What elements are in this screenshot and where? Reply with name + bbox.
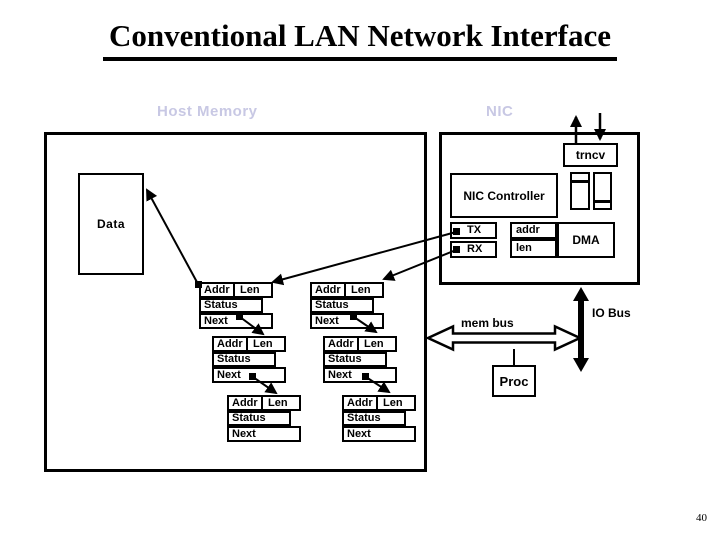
nic-label: NIC <box>486 103 514 120</box>
dma-box: DMA <box>557 222 615 258</box>
descriptor-next-cell: Next <box>199 313 273 329</box>
rx-fifo-box <box>593 172 612 210</box>
descriptor-next-cell: Next <box>227 426 301 442</box>
descriptor-addr-cell: Addr <box>229 397 263 409</box>
descriptor-len-cell: Len <box>240 284 260 296</box>
mem-bus-label: mem bus <box>461 316 514 330</box>
descriptor-addr-cell: Addr <box>325 338 359 350</box>
page-title: Conventional LAN Network Interface <box>0 18 720 61</box>
tx-fifo-box <box>570 172 590 210</box>
descriptor-status-cell: Status <box>323 352 387 367</box>
host-memory-label: Host Memory <box>157 103 258 120</box>
fifo-fill-line <box>595 200 610 203</box>
addr-register-box: addr <box>510 222 557 239</box>
tx-descriptor-2: Addr Len Status Next <box>212 336 286 383</box>
descriptor-addr-cell: Addr <box>312 284 346 296</box>
descriptor-addr-cell: Addr <box>201 284 235 296</box>
len-register-box: len <box>510 239 557 258</box>
descriptor-next-cell: Next <box>342 426 416 442</box>
descriptor-len-cell: Len <box>351 284 371 296</box>
descriptor-status-cell: Status <box>342 411 406 426</box>
rx-register-box: RX <box>450 241 497 258</box>
descriptor-status-cell: Status <box>310 298 374 313</box>
page-number: 40 <box>696 512 707 524</box>
descriptor-next-cell: Next <box>212 367 286 383</box>
io-bus-arrow <box>573 287 589 372</box>
descriptor-addr-cell: Addr <box>344 397 378 409</box>
descriptor-status-cell: Status <box>212 352 276 367</box>
descriptor-len-cell: Len <box>268 397 288 409</box>
descriptor-len-cell: Len <box>364 338 384 350</box>
transceiver-box: trncv <box>563 143 618 167</box>
tx-descriptor-1: Addr Len Status Next <box>199 282 273 329</box>
descriptor-next-cell: Next <box>310 313 384 329</box>
descriptor-len-cell: Len <box>383 397 403 409</box>
tx-descriptor-3: Addr Len Status Next <box>227 395 301 442</box>
data-buffer-box: Data <box>78 173 144 275</box>
nic-controller-box: NIC Controller <box>450 173 558 218</box>
fifo-fill-line <box>572 180 588 183</box>
rx-descriptor-1: Addr Len Status Next <box>310 282 384 329</box>
io-bus-label: IO Bus <box>592 306 631 320</box>
rx-descriptor-2: Addr Len Status Next <box>323 336 397 383</box>
descriptor-status-cell: Status <box>199 298 263 313</box>
tx-register-box: TX <box>450 222 497 239</box>
descriptor-len-cell: Len <box>253 338 273 350</box>
descriptor-addr-cell: Addr <box>214 338 248 350</box>
proc-box: Proc <box>492 365 536 397</box>
rx-descriptor-3: Addr Len Status Next <box>342 395 416 442</box>
descriptor-status-cell: Status <box>227 411 291 426</box>
descriptor-next-cell: Next <box>323 367 397 383</box>
